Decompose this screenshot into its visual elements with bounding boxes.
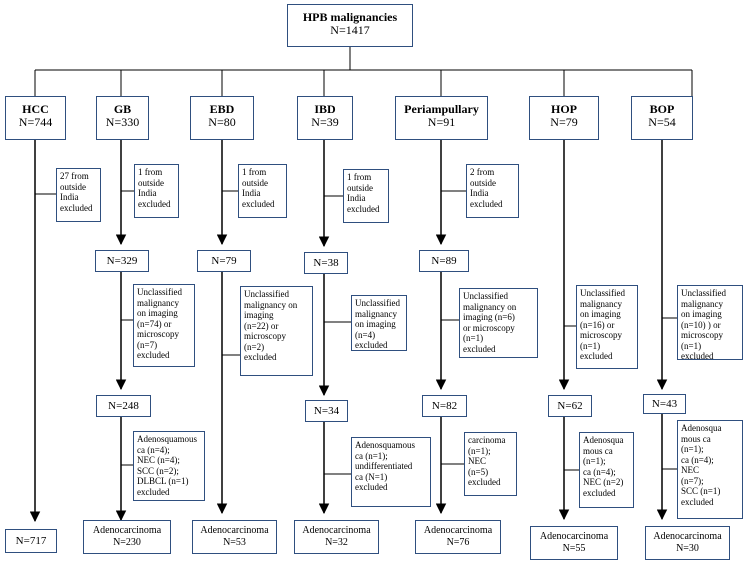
count-ebd-step1: N=79 bbox=[197, 250, 251, 272]
exclusion-histology-ibd: Adenosquamous ca (n=1); undifferentiated… bbox=[351, 437, 431, 507]
header-periampullary-count: N=91 bbox=[427, 115, 456, 129]
header-ibd-count: N=39 bbox=[311, 115, 339, 129]
count-bop-step2: N=43 bbox=[643, 394, 686, 414]
count-hop-step2: N=62 bbox=[548, 395, 592, 417]
header-hop-name: HOP bbox=[551, 102, 577, 116]
exclusion-unclassified-hop: Unclassified malignancy on imaging (n=16… bbox=[576, 285, 638, 369]
header-periampullary-name: Periampullary bbox=[404, 102, 479, 116]
header-ibd-name: IBD bbox=[314, 102, 336, 116]
exclusion-unclassified-ebd: Unclassified malignancy on imaging (n=22… bbox=[240, 286, 313, 376]
header-periampullary: Periampullary N=91 bbox=[395, 96, 488, 140]
final-ibd: Adenocarcinoma N=32 bbox=[294, 520, 379, 554]
header-ebd-name: EBD bbox=[209, 102, 235, 116]
root-count: N=1417 bbox=[330, 23, 370, 37]
final-gb: Adenocarcinoma N=230 bbox=[83, 520, 171, 554]
root-box: HPB malignancies N=1417 bbox=[287, 4, 413, 47]
count-gb-step2: N=248 bbox=[96, 395, 151, 417]
exclusion-histology-periampullary: carcinoma (n=1); NEC (n=5) excluded bbox=[464, 432, 517, 496]
final-hop: Adenocarcinoma N=55 bbox=[530, 526, 618, 560]
header-ibd: IBD N=39 bbox=[297, 96, 353, 140]
exclusion-histology-hop: Adenosqua mous ca (n=1); ca (n=4); NEC (… bbox=[579, 432, 634, 508]
header-ebd: EBD N=80 bbox=[190, 96, 254, 140]
exclusion-outside-periampullary: 2 from outside India excluded bbox=[466, 164, 519, 218]
count-ibd-step1: N=38 bbox=[304, 252, 348, 274]
exclusion-outside-hcc: 27 from outside India excluded bbox=[56, 168, 101, 222]
final-ebd: Adenocarcinoma N=53 bbox=[192, 520, 277, 554]
final-bop: Adenocarcinoma N=30 bbox=[645, 526, 730, 560]
exclusion-outside-ibd: 1 from outside India excluded bbox=[343, 169, 389, 223]
exclusion-unclassified-gb: Unclassified malignancy on imaging (n=74… bbox=[133, 284, 195, 367]
header-gb-name: GB bbox=[113, 102, 132, 116]
exclusion-outside-ebd: 1 from outside India excluded bbox=[238, 164, 287, 218]
exclusion-unclassified-periampullary: Unclassified malignancy on imaging (n=6)… bbox=[459, 288, 538, 358]
exclusion-histology-bop: Adenosqua mous ca (n=1); ca (n=4); NEC (… bbox=[677, 420, 743, 519]
count-gb-step1: N=329 bbox=[95, 250, 149, 272]
header-hop-count: N=79 bbox=[550, 115, 578, 129]
exclusion-outside-gb: 1 from outside India excluded bbox=[134, 164, 179, 218]
header-hcc-count: N=744 bbox=[18, 115, 53, 129]
count-periampullary-step2: N=82 bbox=[422, 395, 467, 417]
header-gb-count: N=330 bbox=[105, 115, 140, 129]
exclusion-unclassified-ibd: Unclassified malignancy on imaging (n=4)… bbox=[351, 295, 407, 351]
header-hop: HOP N=79 bbox=[529, 96, 599, 140]
final-periampullary: Adenocarcinoma N=76 bbox=[415, 520, 501, 554]
count-periampullary-step1: N=89 bbox=[419, 250, 469, 272]
root-title: HPB malignancies bbox=[302, 10, 398, 24]
header-gb: GB N=330 bbox=[96, 96, 149, 140]
header-ebd-count: N=80 bbox=[208, 115, 236, 129]
header-bop-name: BOP bbox=[649, 102, 675, 116]
header-bop-count: N=54 bbox=[648, 115, 676, 129]
header-bop: BOP N=54 bbox=[631, 96, 693, 140]
exclusion-unclassified-bop: Unclassified malignancy on imaging (n=10… bbox=[677, 285, 743, 361]
exclusion-histology-gb: Adenosquamous ca (n=4); NEC (n=4); SCC (… bbox=[133, 431, 205, 501]
header-hcc-name: HCC bbox=[22, 102, 49, 116]
final-hcc: N=717 bbox=[5, 529, 57, 553]
count-ibd-step2: N=34 bbox=[305, 400, 348, 422]
header-hcc: HCC N=744 bbox=[5, 96, 66, 140]
